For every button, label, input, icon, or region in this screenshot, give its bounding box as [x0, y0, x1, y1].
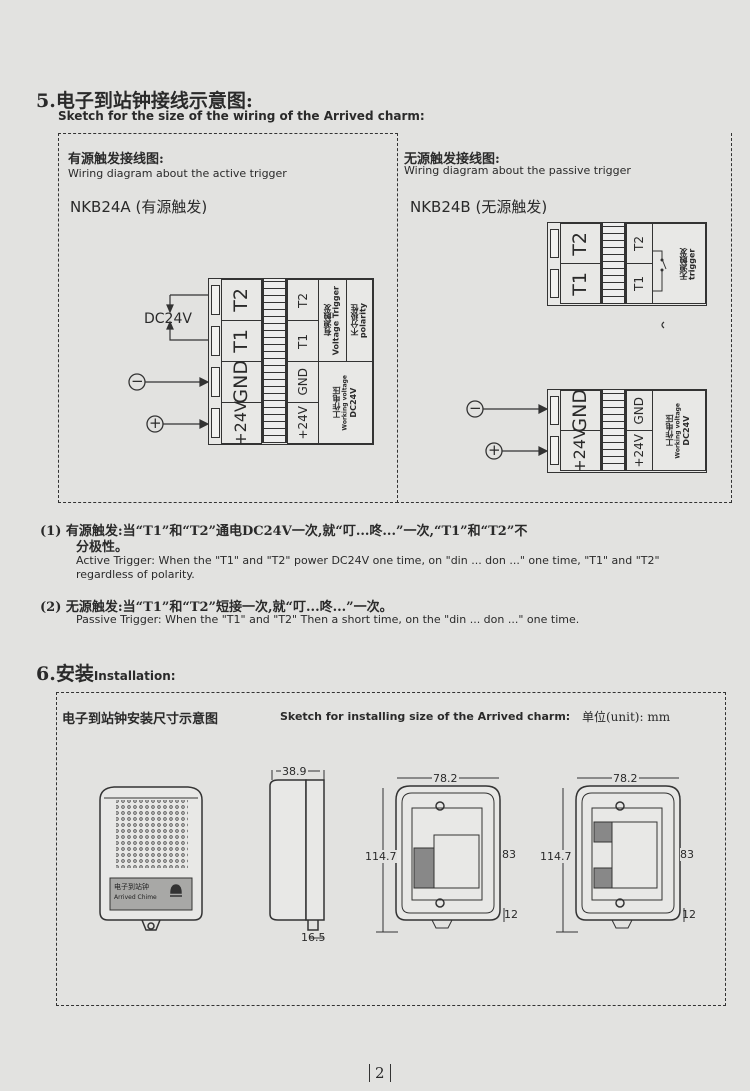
dc24v-label: DC24V [144, 311, 192, 327]
active-model: NKB24A (有源触发) [70, 198, 208, 216]
switch-icon [652, 250, 667, 292]
dim-height: 114.7 [540, 850, 572, 863]
unit-label: 单位(unit): mm [582, 710, 671, 724]
passive-title-cn: 无源触发接线图: [404, 152, 500, 167]
section5-subtitle: Sketch for the size of the wiring of the… [58, 109, 425, 123]
note1-en: Active Trigger: When the "T1" and "T2" p… [76, 554, 660, 567]
section6-title: 6.安装Installation: [36, 659, 176, 686]
dim-base: 16.5 [301, 931, 326, 944]
minus-icon: − [469, 399, 482, 417]
page-number: 2 [369, 1064, 391, 1082]
section5-title: 5.电子到站钟接线示意图: [36, 90, 253, 112]
sketch-title-cn: 电子到站钟安装尺寸示意图 [62, 712, 219, 727]
active-title-en: Wiring diagram about the active trigger [68, 167, 287, 180]
note2-en: Passive Trigger: When the "T1" and "T2" … [76, 613, 580, 626]
note1-cn2: 分极性。 [76, 540, 129, 555]
note1-cn: (1) 有源触发:当“T1”和“T2”通电DC24V一次,就“叮...咚...”… [40, 524, 528, 539]
dim-width: 78.2 [612, 772, 639, 785]
dim-width: 78.2 [432, 772, 459, 785]
section6-title-en: Installation: [93, 669, 176, 683]
dim-height: 114.7 [365, 850, 397, 863]
minus-icon: − [131, 372, 144, 390]
active-title-cn: 有源触发接线图: [68, 152, 164, 167]
section6-title-cn: 6.安装 [36, 663, 94, 685]
chime-label-en: Arrived Chime [114, 894, 157, 901]
wiring-lines [128, 294, 665, 460]
dim-bottom: 12 [682, 908, 696, 921]
dim-inner: 83 [680, 848, 694, 861]
passive-model: NKB24B (无源触发) [410, 198, 548, 216]
sketch-title-en: Sketch for installing size of the Arrive… [280, 710, 571, 723]
passive-panel [396, 133, 732, 503]
dim-bottom: 12 [504, 908, 518, 921]
plus-icon: + [488, 441, 501, 459]
note1-en2: regardless of polarity. [76, 568, 195, 581]
passive-title-en: Wiring diagram about the passive trigger [404, 164, 631, 177]
install-panel [56, 692, 726, 1006]
install-drawings [99, 770, 685, 939]
plus-icon: + [149, 414, 162, 432]
note2-cn: (2) 无源触发:当“T1”和“T2”短接一次,就“叮...咚...”一次。 [40, 600, 393, 615]
dim-inner: 83 [502, 848, 516, 861]
active-panel [58, 133, 398, 503]
chime-label-cn: 电子到站钟 [114, 883, 149, 891]
dim-depth: 38.9 [281, 765, 308, 778]
